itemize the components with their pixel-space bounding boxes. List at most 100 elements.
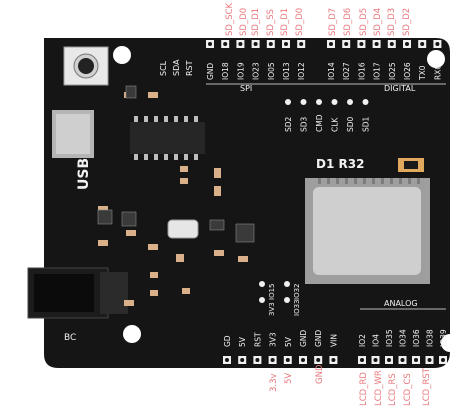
pin-hole-io39 <box>441 358 445 362</box>
mounting-hole-bottom-right <box>441 334 459 352</box>
small-pin-label-io15: IO15 <box>268 284 276 300</box>
pin-label-io17: IO17 <box>373 62 382 80</box>
pin-hole-io12 <box>299 42 304 46</box>
small-pin-io15 <box>259 281 265 287</box>
annotation-3-3v: 3.3v <box>269 373 279 392</box>
mounting-hole-top-right <box>427 50 445 68</box>
analog-label: ANALOG <box>384 299 418 308</box>
annotation-sd-d7-6: SD_D7 <box>328 8 338 36</box>
pin-hole-io36 <box>414 358 418 362</box>
small-pin-3v3 <box>259 297 265 303</box>
sd-pin-label-clk: CLK <box>331 117 340 132</box>
pin-label-io12: IO12 <box>297 62 306 80</box>
pin-hole-io26 <box>405 42 409 46</box>
pin-label-io13: IO13 <box>282 62 291 80</box>
pin-label-5v: 5V <box>238 336 247 347</box>
sd-pin-label-sd0: SD0 <box>346 116 355 132</box>
board-name: D1 R32 <box>316 157 364 171</box>
annotation-sd-d5-8: SD_D5 <box>359 8 369 36</box>
sd-pin-sd2 <box>285 99 291 105</box>
pin-label-io23: IO23 <box>252 62 261 80</box>
annotation-lcd-wr: LCD_WR <box>374 370 384 406</box>
annotation-lcd-cs: LCD_CS <box>403 373 413 406</box>
annotation-sd-d1-4: SD_D1 <box>280 8 290 36</box>
pin-hole-5v <box>285 358 290 362</box>
pin-label-3v3: 3V3 <box>269 332 278 347</box>
crystal <box>167 219 199 239</box>
pin-hole-gnd <box>301 358 305 362</box>
pin-label-tx0: TX0 <box>418 65 427 81</box>
small-pin-label-io32: IO32 <box>293 284 301 300</box>
pin-label-io2: IO2 <box>358 334 367 347</box>
pin-hole-io4 <box>373 358 378 362</box>
transistors <box>97 85 255 243</box>
pin-hole-io14 <box>329 42 333 46</box>
annotation-sd-d6-7: SD_D6 <box>343 8 353 36</box>
pin-hole-io18 <box>223 42 228 46</box>
pin-hole-io2 <box>360 358 364 362</box>
pin-hole-io23 <box>253 42 258 46</box>
annotation-sd-d4-9: SD_D4 <box>373 8 383 36</box>
pin-hole-rx0 <box>435 42 440 46</box>
annotation-lcd-rst: LCD_RST <box>422 367 432 406</box>
annotation-sd-sck-0: SD_SCK <box>225 2 235 36</box>
pin-label-io16: IO16 <box>357 62 366 80</box>
pin-label-io18: IO18 <box>221 62 230 80</box>
pin-label-gnd: GND <box>314 330 323 347</box>
sd-pin-sd0 <box>347 99 353 105</box>
pin-hole-gnd <box>316 358 321 362</box>
pin-hole-gd <box>225 358 229 362</box>
pin-label-rst: RST <box>253 332 262 347</box>
annotation-gnd: GND <box>315 364 325 384</box>
sd-pin-clk <box>331 99 338 105</box>
bc-label: BC <box>64 333 76 343</box>
pin-label-io14: IO14 <box>327 62 336 80</box>
pin-hole-io17 <box>374 42 379 46</box>
pin-hole-tx0 <box>420 42 425 46</box>
pin-label-io35: IO35 <box>385 329 394 347</box>
annotation-sd-d0-5: SD_D0 <box>295 8 305 36</box>
pin-hole-io16 <box>359 42 364 46</box>
pin-hole-io27 <box>344 42 349 46</box>
sd-pin-cmd <box>316 99 322 105</box>
annotation-sd-d0-1: SD_D0 <box>239 8 249 36</box>
mounting-hole-top-left <box>113 46 131 64</box>
pin-hole-io38 <box>427 358 432 362</box>
annotation-5v: 5V <box>284 373 294 384</box>
pin-hole-io35 <box>387 358 391 362</box>
pin-hole-io34 <box>400 358 405 362</box>
pin-hole-io19 <box>238 42 243 46</box>
sd-pin-label-sd3: SD3 <box>300 116 309 132</box>
i2c-label-scl: SCL <box>159 60 168 76</box>
pin-label-io4: IO4 <box>372 334 381 347</box>
small-pin-label-3v3: 3V3 <box>268 302 276 316</box>
sd-pin-label-sd2: SD2 <box>284 116 293 132</box>
sd-pin-label-cmd: CMD <box>315 114 324 132</box>
esp32-module <box>305 178 430 284</box>
pin-label-io19: IO19 <box>236 62 245 80</box>
pin-label-io38: IO38 <box>426 329 435 347</box>
pin-label-io34: IO34 <box>399 329 408 347</box>
pin-label-gnd: GND <box>206 63 215 80</box>
pin-hole-5v <box>240 358 245 362</box>
pin-label-io05: IO05 <box>267 62 276 80</box>
pin-label-gd: GD <box>223 335 232 347</box>
annotation-lcd-rd: LCD_RD <box>359 372 369 406</box>
pin-label-io25: IO25 <box>388 62 397 80</box>
small-pin-io32 <box>284 281 290 287</box>
pin-hole-3v3 <box>270 358 275 362</box>
smd-components <box>98 92 248 306</box>
pin-hole-rst <box>255 358 260 362</box>
pin-label-io26: IO26 <box>403 62 412 80</box>
i2c-label-sda: SDA <box>172 59 181 76</box>
annotation-sd-ss-3: SD_SS <box>266 9 276 36</box>
pin-label-io39: IO39 <box>439 329 448 347</box>
pin-hole-io05 <box>268 42 273 46</box>
pin-hole-io25 <box>389 42 394 46</box>
ic-chip <box>130 116 205 160</box>
digital-label: DIGITAL <box>384 84 416 93</box>
annotation-sd-d3-10: SD_D3 <box>387 8 397 36</box>
usb-label: USB <box>76 158 92 190</box>
pin-hole-gnd <box>208 42 212 46</box>
